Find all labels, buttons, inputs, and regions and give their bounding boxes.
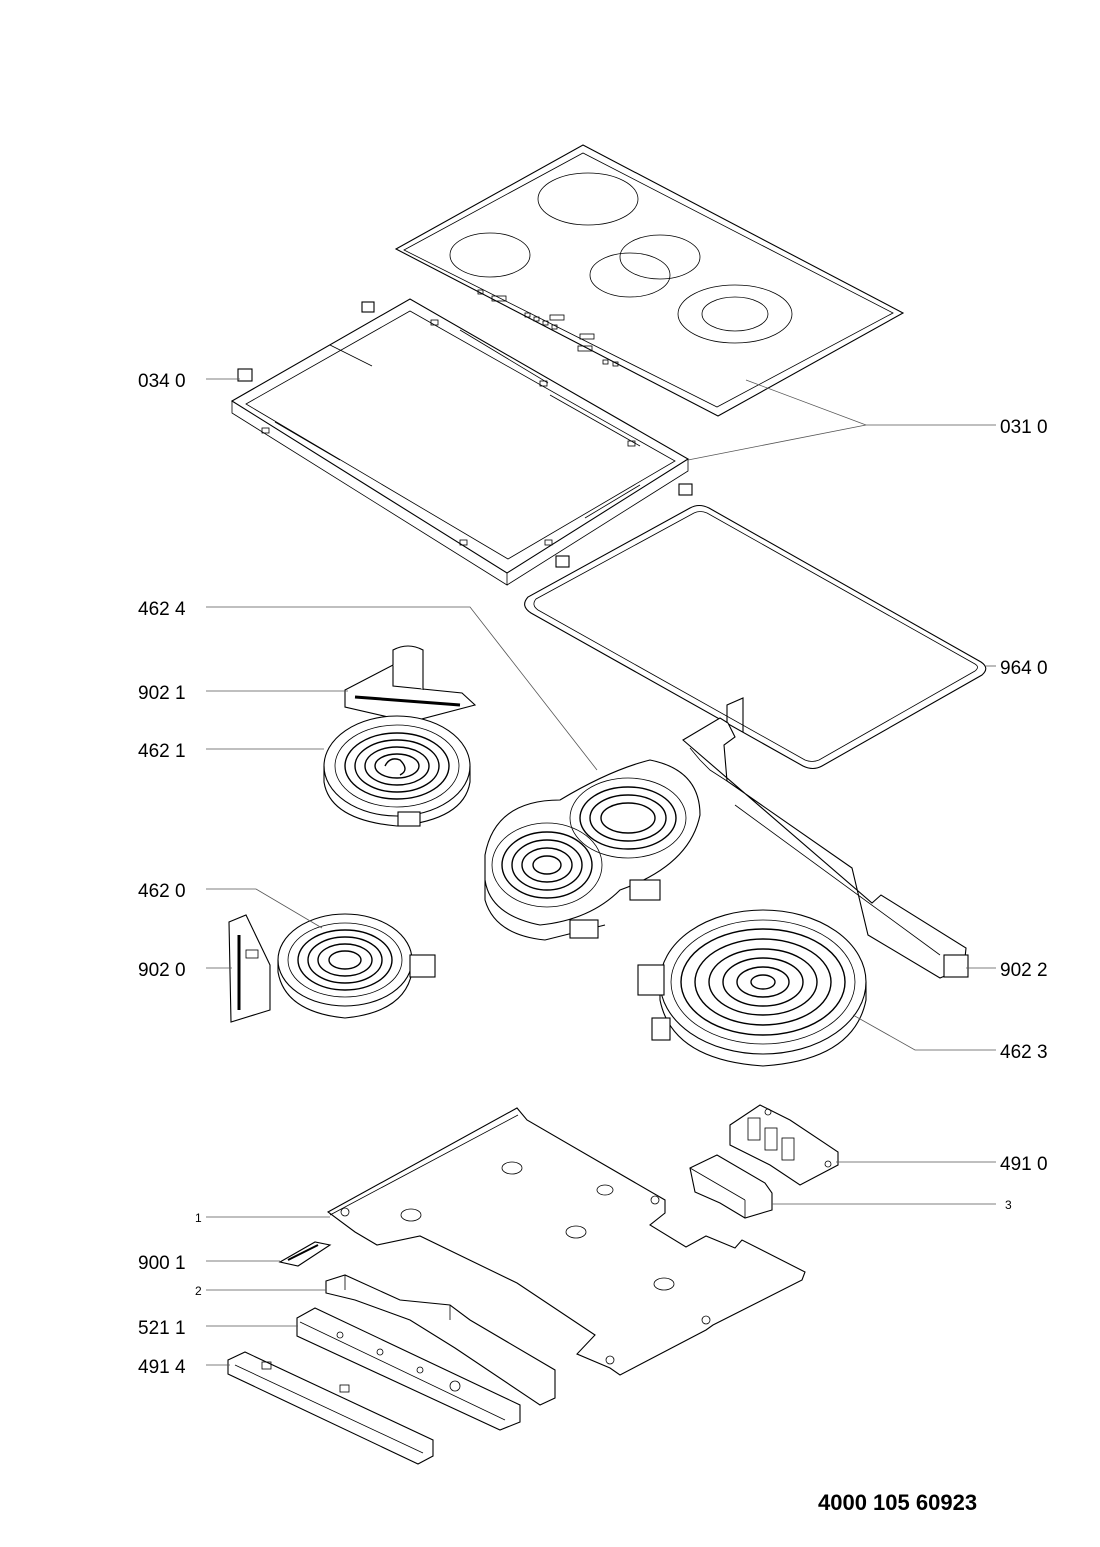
- connector-part: [278, 1241, 332, 1267]
- label-1: 1: [195, 1211, 202, 1225]
- cable-harness: [227, 1351, 434, 1465]
- label-462-3: 462 3: [1000, 1042, 1048, 1063]
- small-bracket: [344, 645, 477, 723]
- channel-part: [325, 1274, 556, 1406]
- label-902-2: 902 2: [1000, 960, 1048, 981]
- control-board: [296, 1307, 521, 1431]
- hob-frame: [230, 298, 690, 586]
- gasket-seal: [524, 504, 987, 770]
- label-034-0: 034 0: [138, 371, 186, 392]
- left-front-bracket: [228, 914, 271, 1023]
- long-bracket: [682, 697, 969, 979]
- label-521-1: 521 1: [138, 1318, 186, 1339]
- frame-clip-icon: [237, 301, 693, 568]
- label-964-0: 964 0: [1000, 658, 1048, 679]
- leader-lines: [206, 378, 996, 1366]
- label-462-1: 462 1: [138, 741, 186, 762]
- label-3: 3: [1005, 1198, 1012, 1212]
- label-491-0: 491 0: [1000, 1154, 1048, 1175]
- left-front-radiant-element: [277, 913, 436, 1019]
- label-462-0: 462 0: [138, 881, 186, 902]
- base-tray: [326, 1107, 806, 1376]
- label-900-1: 900 1: [138, 1253, 186, 1274]
- label-2: 2: [195, 1284, 202, 1298]
- terminal-block: [729, 1104, 839, 1186]
- small-radiant-element: [323, 715, 471, 827]
- document-code: 4000 105 60923: [818, 1490, 977, 1515]
- terminal-bracket: [689, 1154, 773, 1219]
- glass-top-panel: [394, 144, 905, 417]
- dual-oval-radiant-element: [484, 759, 701, 941]
- label-491-4: 491 4: [138, 1357, 186, 1378]
- large-radiant-element: [637, 909, 867, 1067]
- label-902-1: 902 1: [138, 683, 186, 704]
- label-031-0: 031 0: [1000, 417, 1048, 438]
- label-902-0: 902 0: [138, 960, 186, 981]
- touch-control-marks: [477, 289, 619, 367]
- label-462-4: 462 4: [138, 599, 186, 620]
